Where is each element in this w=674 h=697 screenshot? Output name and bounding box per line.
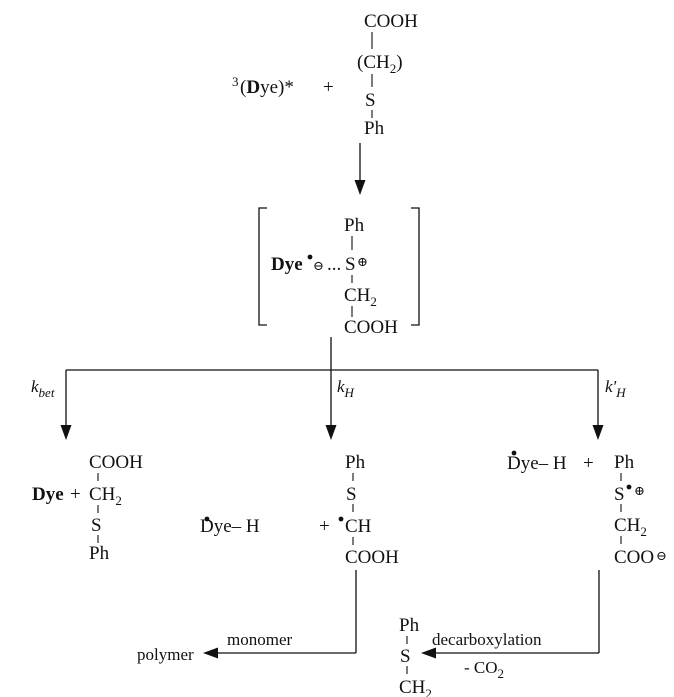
decarboxylation-label: decarboxylation (432, 630, 542, 649)
middle-phenyl: Ph (345, 452, 366, 473)
right-product: Dye– H + Ph S ⊕ CH2 COO ⊖ (507, 450, 667, 568)
complex-ch2: CH2 (344, 285, 377, 309)
complex-cooh: COOH (344, 317, 398, 338)
minus-co2-label: - CO2 (464, 658, 504, 681)
right-dye-h: Dye– H (507, 453, 567, 474)
right-dye-radical-dot-icon (511, 450, 517, 456)
bottom-sulfur: S (400, 646, 411, 667)
middle-dye-h: Dye– H (200, 516, 260, 537)
complex-dye: Dye (271, 254, 303, 275)
left-phenyl: Ph (89, 543, 110, 564)
acid-ch2: (CH2) (357, 52, 403, 76)
polymer-arrowhead-icon (203, 647, 218, 659)
middle-product: Ph S Dye– H + CH COOH (200, 452, 399, 568)
triplet-superscript: 3 (232, 74, 239, 89)
left-plus: + (70, 484, 81, 505)
complex-sulfur: S (345, 254, 356, 275)
polymer-label: polymer (137, 645, 194, 664)
left-bracket (258, 207, 267, 326)
right-sulfur-charge: ⊕ (634, 483, 645, 498)
left-arrowhead-icon (60, 425, 72, 440)
reactant-plus: + (323, 77, 334, 98)
triplet-dye: (Dye)* (240, 77, 294, 98)
right-phenyl: Ph (614, 452, 635, 473)
complex-dots: ... (327, 254, 341, 275)
left-dye: Dye (32, 484, 64, 505)
center-arrowhead-icon (325, 425, 337, 440)
radical-dot-icon (307, 254, 313, 260)
dye-anion-charge: ⊖ (313, 258, 324, 273)
rate-k-prime-h: k'H (605, 377, 626, 400)
acid-cooh: COOH (364, 11, 418, 32)
right-carboxylate-charge: ⊖ (656, 548, 667, 563)
bottom-ch2: CH2 (399, 677, 432, 697)
right-coo: COO (614, 547, 654, 568)
right-ch2: CH2 (614, 515, 647, 539)
bottom-phenyl: Ph (399, 615, 420, 636)
acid-phenyl: Ph (364, 118, 385, 139)
right-sulfur-radical-dot-icon (626, 484, 632, 490)
middle-cooh: COOH (345, 547, 399, 568)
left-product: COOH Dye + CH2 S Ph (32, 452, 143, 564)
middle-dye-radical-dot-icon (204, 516, 210, 522)
right-sulfur: S (614, 484, 625, 505)
left-sulfur: S (91, 515, 102, 536)
ion-pair-complex: Ph Dye ⊖ ... S ⊕ CH2 COOH (258, 207, 420, 338)
right-bracket (411, 207, 420, 326)
decarboxylation-arrowhead-icon (421, 647, 436, 659)
right-arrowhead-icon (592, 425, 604, 440)
branch-arrows: kbet kH k'H (31, 337, 626, 440)
middle-sulfur: S (346, 484, 357, 505)
rate-k-h: kH (337, 377, 355, 400)
complex-phenyl: Ph (344, 215, 365, 236)
acid-sulfur: S (365, 90, 376, 111)
left-ch2: CH2 (89, 484, 122, 508)
rate-k-bet: kbet (31, 377, 55, 400)
middle-plus: + (319, 516, 330, 537)
arrow-to-complex (354, 143, 366, 195)
middle-carbon-radical-dot-icon (338, 516, 344, 522)
middle-ch: CH (345, 516, 372, 537)
left-cooh: COOH (89, 452, 143, 473)
reactants: 3 (Dye)* + COOH (CH2) S Ph (232, 11, 418, 139)
right-plus: + (583, 453, 594, 474)
sulfur-cation-charge: ⊕ (357, 254, 368, 269)
bottom-pathway: decarboxylation - CO2 monomer polymer Ph… (137, 570, 600, 697)
monomer-label: monomer (227, 630, 292, 649)
